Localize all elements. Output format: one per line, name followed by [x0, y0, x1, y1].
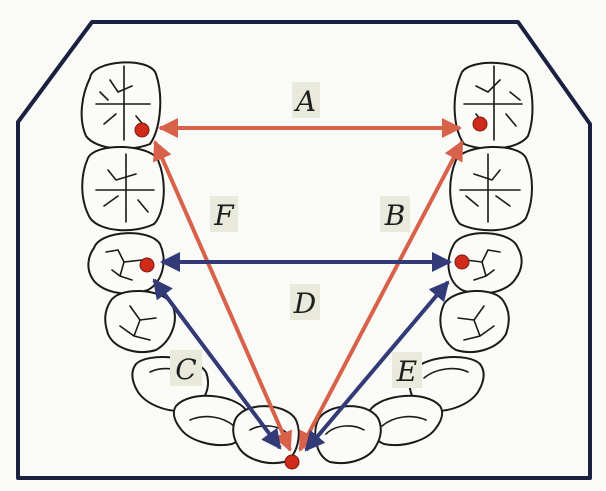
- landmark-right-premolar: [455, 255, 469, 269]
- left-second-molar: [82, 147, 164, 230]
- label-F: F: [210, 196, 238, 232]
- left-first-molar: [82, 62, 161, 148]
- label-A: A: [292, 82, 320, 118]
- landmark-right-first-molar: [473, 117, 487, 131]
- label-E-text: E: [396, 355, 417, 388]
- label-D: D: [290, 284, 320, 320]
- landmark-incisal-point: [285, 455, 299, 469]
- label-C: C: [170, 350, 202, 386]
- label-C-text: C: [175, 353, 196, 386]
- right-premolar-2: [440, 291, 508, 352]
- label-F-text: F: [213, 199, 235, 232]
- landmark-left-premolar: [140, 258, 154, 272]
- left-central-incisor: [233, 406, 298, 463]
- label-B-text: B: [384, 199, 406, 232]
- right-second-molar: [450, 147, 532, 230]
- landmark-left-first-molar: [135, 123, 149, 137]
- label-A-text: A: [293, 85, 316, 118]
- left-premolar-2: [105, 291, 175, 352]
- label-E: E: [392, 352, 422, 388]
- label-B: B: [380, 196, 410, 232]
- right-central-incisor: [315, 406, 380, 463]
- label-D-text: D: [293, 287, 316, 320]
- right-first-molar: [455, 63, 533, 149]
